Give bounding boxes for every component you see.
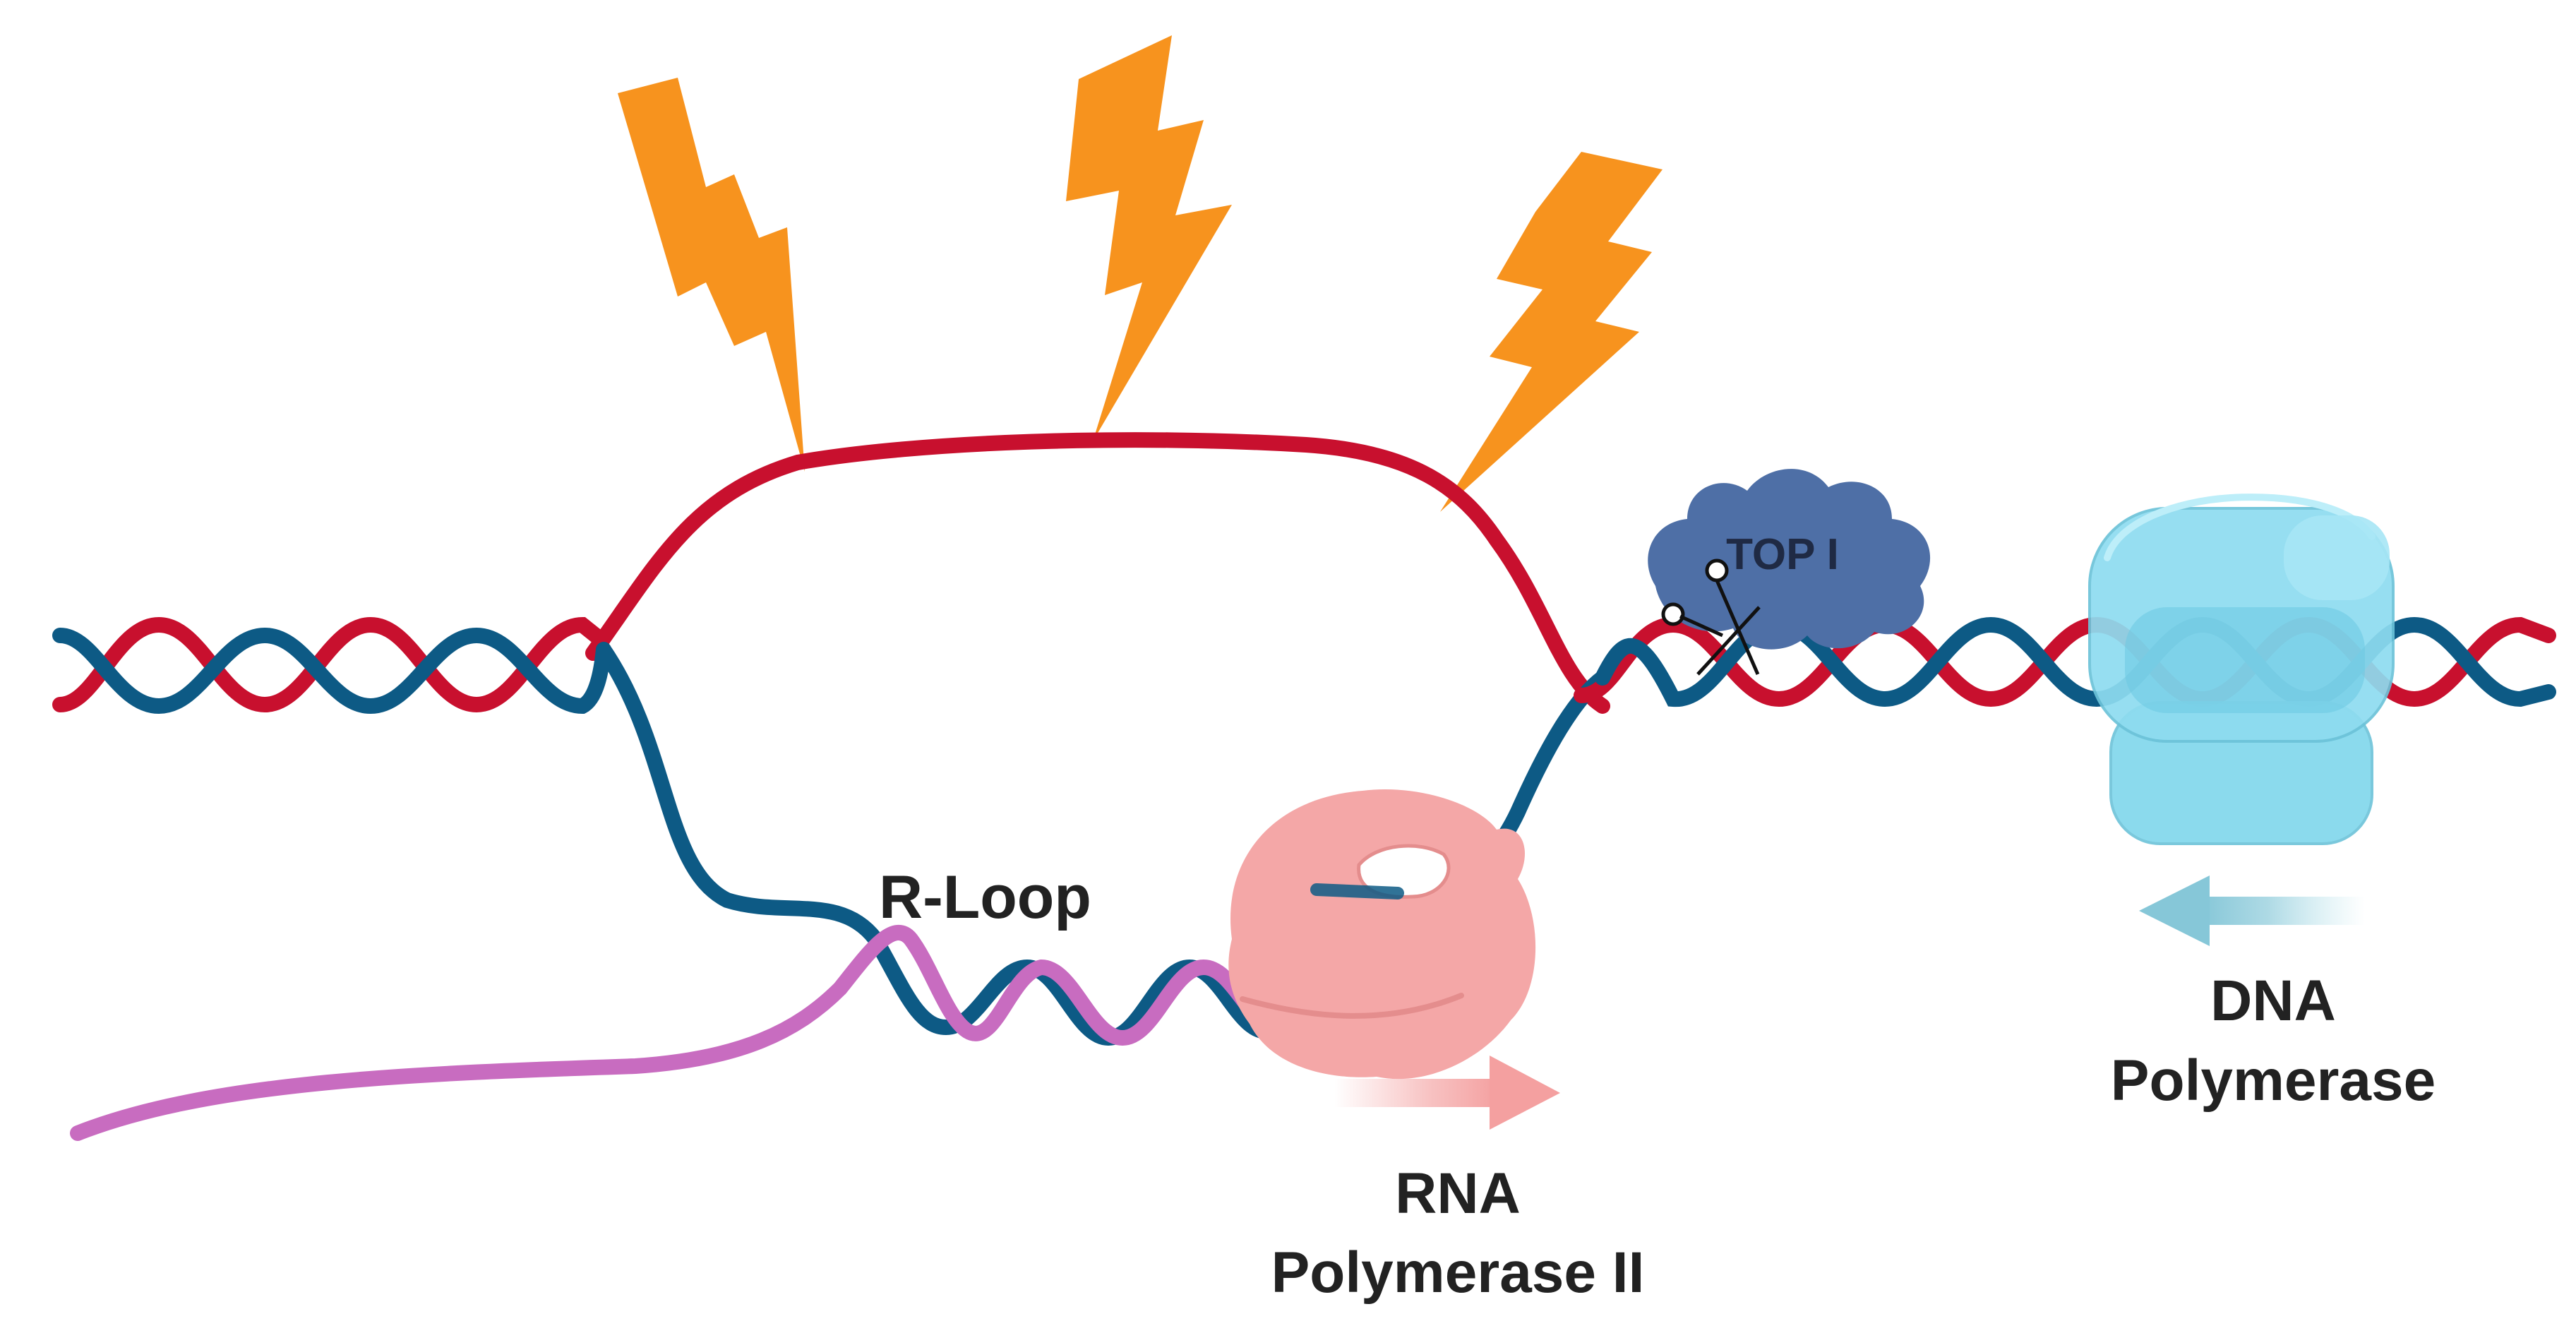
scissors-icon [1661, 558, 1761, 676]
rna-polymerase-label-line1: RNA [1395, 1161, 1521, 1226]
r-loop-label: R-Loop [879, 863, 1091, 931]
dna-polymerase-direction-arrow [2139, 875, 2365, 946]
rna-transcript-strand [70, 925, 1293, 1141]
rna-polymerase-direction-arrow [1334, 1056, 1560, 1130]
top1-label: TOP I [1726, 530, 1839, 579]
dna-helix-left [52, 616, 611, 715]
displaced-dna-strand [585, 432, 1610, 714]
rna-polymerase-ii [1228, 789, 1536, 1080]
dna-helix-right [1574, 616, 2556, 707]
rna-polymerase-label-line2: Polymerase II [1271, 1241, 1645, 1305]
lightning-bolts [618, 35, 1663, 512]
lightning-bolt-icon [1440, 152, 1663, 512]
dna-polymerase [2088, 494, 2395, 845]
dna-polymerase-label-line2: Polymerase [2111, 1048, 2436, 1113]
top1-enzyme: TOP I [1648, 469, 1931, 650]
lightning-bolt-icon [618, 78, 805, 472]
lightning-bolt-icon [1066, 35, 1232, 441]
dna-polymerase-label-line1: DNA [2210, 969, 2336, 1033]
